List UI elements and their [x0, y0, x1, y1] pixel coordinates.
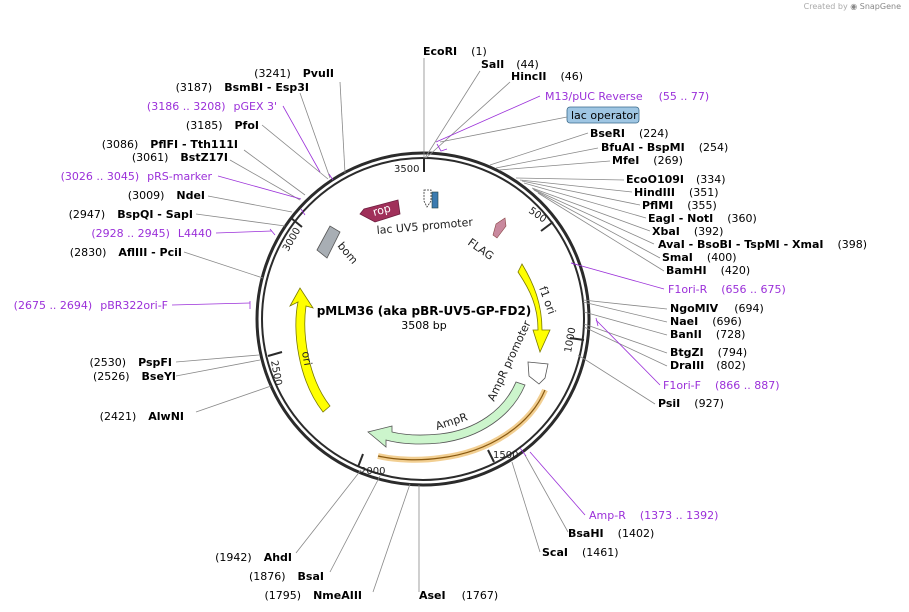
enzyme-label: (1876)BsaI — [249, 570, 324, 583]
enzyme-label: MfeI(269) — [612, 154, 683, 167]
tick-marks — [267, 158, 585, 468]
enzyme-label: BseRI(224) — [590, 127, 669, 140]
enzyme-label: (1942)AhdI — [215, 551, 292, 564]
feature-label-ori: ori — [299, 350, 314, 366]
enzyme-label: HindIII(351) — [634, 186, 719, 199]
enzyme-label: (3187)BsmBI - Esp3I — [176, 81, 309, 94]
left-enzyme-labels: (3241)PvuII (3187)BsmBI - Esp3I (3185)Pf… — [69, 67, 362, 602]
ampr-arrow — [367, 381, 526, 448]
enzyme-label: AvaI - BsoBI - TspMI - XmaI(398) — [658, 238, 867, 251]
primer-label: (3186 .. 3208)pGEX 3' — [147, 100, 277, 113]
enzyme-label: SmaI(400) — [662, 251, 737, 264]
enzyme-label: (2530)PspFI — [90, 356, 172, 369]
brand-created-by: Created by — [803, 2, 848, 11]
primer-label: (2928 .. 2945)L4440 — [91, 227, 212, 240]
bom-marker — [316, 225, 341, 259]
enzyme-label: XbaI(392) — [652, 225, 723, 238]
enzyme-label: BamHI(420) — [666, 264, 750, 277]
enzyme-label: (1795)NmeAIII — [265, 589, 363, 602]
primer-label: M13/pUC Reverse(55 .. 77) — [545, 90, 709, 103]
primer-label: (2675 .. 2694)pBR322ori-F — [14, 299, 168, 312]
feature-label-bom: bom — [335, 240, 361, 267]
lac-operator-leader — [439, 116, 568, 143]
feature-label-lac-uv5-promoter: lac UV5 promoter — [376, 216, 474, 237]
primer-label: (3026 .. 3045)pRS-marker — [61, 170, 213, 183]
rop-arrow — [359, 199, 401, 223]
primer-label: Amp-R(1373 .. 1392) — [589, 509, 718, 522]
enzyme-label: BsaHI(1402) — [568, 527, 654, 540]
enzyme-label: (3009)NdeI — [128, 189, 205, 202]
ampr-promoter-arrow — [527, 361, 549, 385]
enzyme-label: SalI(44) — [481, 58, 539, 71]
enzyme-label: ScaI(1461) — [542, 546, 619, 559]
flag-marker — [492, 217, 507, 239]
enzyme-label: EcoRI(1) — [423, 45, 487, 58]
tick-label-2000: 2000 — [360, 466, 385, 477]
feature-label-lac-operator: lac operator — [571, 109, 638, 122]
map-title: pMLM36 (aka pBR-UV5-GP-FD2) — [317, 304, 532, 318]
lac-uv5-promoter-arrow — [423, 189, 432, 208]
snapgene-brand: Created by ◉ SnapGene — [804, 2, 901, 11]
enzyme-label: (3061)BstZ17I — [132, 151, 228, 164]
enzyme-label: EagI - NotI(360) — [648, 212, 757, 225]
enzyme-label: BanII(728) — [670, 328, 745, 341]
tick-label-3500: 3500 — [394, 164, 419, 175]
tick-label-1000: 1000 — [563, 327, 578, 354]
lac-operator-callout — [566, 106, 640, 124]
feature-label-ampr-promoter: AmpR promoter — [485, 318, 534, 403]
enzyme-label: DraIII(802) — [670, 359, 746, 372]
enzyme-label: (2421)AlwNI — [100, 410, 184, 423]
tick-label-2500: 2500 — [268, 360, 283, 387]
feature-label-rop: rop — [371, 202, 392, 219]
enzyme-label: NaeI(696) — [670, 315, 742, 328]
enzyme-label: AseI(1767) — [419, 589, 498, 602]
enzyme-label: PsiI(927) — [658, 397, 724, 410]
enzyme-label: (2830)AflIII - PciI — [70, 246, 182, 259]
primer-labels-left: (3186 .. 3208)pGEX 3' (3026 .. 3045)pRS-… — [14, 100, 277, 312]
brand-product: SnapGene — [859, 2, 901, 11]
ampr-highlight-edge — [377, 389, 546, 461]
left-enzyme-leaders — [175, 81, 411, 593]
primer-label: F1ori-F(866 .. 887) — [663, 379, 780, 392]
lac-operator-marker — [431, 191, 439, 209]
enzyme-label: (2526)BseYI — [93, 370, 176, 383]
primer-labels: M13/pUC Reverse(55 .. 77) F1ori-R(656 ..… — [545, 90, 786, 522]
right-enzyme-leaders — [418, 58, 668, 592]
enzyme-label: NgoMIV(694) — [670, 302, 764, 315]
tick-label-1500: 1500 — [493, 450, 518, 461]
enzyme-label: BtgZI(794) — [670, 346, 747, 359]
primer-leaders — [171, 95, 665, 516]
ori-arrow — [289, 287, 331, 413]
enzyme-label: (3086)PflFI - Tth111I — [102, 138, 238, 151]
enzyme-label: (2947)BspQI - SapI — [69, 208, 193, 221]
right-enzyme-labels: EcoRI(1) SalI(44) HincII(46) BseRI(224) … — [419, 45, 867, 602]
map-length: 3508 bp — [401, 319, 446, 332]
enzyme-label: PflMI(355) — [642, 199, 717, 212]
enzyme-label: BfuAI - BspMI(254) — [601, 141, 728, 154]
enzyme-label: HincII(46) — [511, 70, 583, 83]
enzyme-label: EcoO109I(334) — [626, 173, 726, 186]
snapgene-logo-icon: ◉ — [850, 2, 858, 11]
primer-label: F1ori-R(656 .. 675) — [668, 283, 786, 296]
f1-ori-arrow — [517, 263, 551, 354]
backbone-outer-ring — [255, 151, 591, 487]
enzyme-label: (3241)PvuII — [254, 67, 334, 80]
enzyme-label: (3185)PfoI — [186, 119, 259, 132]
feature-label-flag: FLAG — [465, 236, 496, 263]
